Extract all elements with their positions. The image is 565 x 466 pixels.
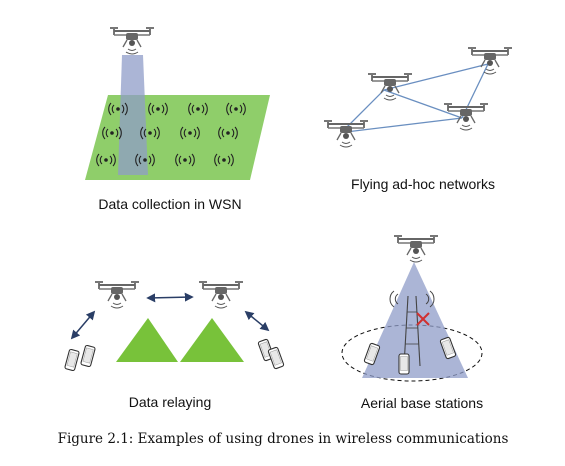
smartphone-icon <box>398 353 410 375</box>
drone-beam <box>362 262 468 378</box>
drone-icon <box>198 281 244 309</box>
drone-icon <box>367 73 413 101</box>
drone-beam <box>118 55 148 175</box>
interference-x-icon <box>416 312 430 326</box>
link-line <box>383 89 463 119</box>
panel-data-collection: Data collection in WSN <box>85 27 270 212</box>
panel-label-data-relaying: Data relaying <box>129 394 212 410</box>
smartphone-icon <box>267 346 285 370</box>
terrain-triangle <box>116 318 178 362</box>
figure-caption: Figure 2.1: Examples of using drones in … <box>58 431 509 447</box>
relay-arrow <box>70 310 96 340</box>
panel-label-fanet: Flying ad-hoc networks <box>351 176 495 192</box>
drone-icon <box>393 235 439 263</box>
relay-arrow <box>146 292 194 303</box>
drone-icon <box>109 27 155 55</box>
drone-icon <box>94 281 140 309</box>
panel-label-aerial-base-stations: Aerial base stations <box>361 395 483 411</box>
terrain-triangle <box>180 318 244 362</box>
link-line <box>383 63 489 91</box>
drone-icon <box>323 120 369 148</box>
drone-icon <box>467 47 513 75</box>
panel-aerial-base-stations: Aerial base stations <box>341 235 483 411</box>
panel-label-data-collection: Data collection in WSN <box>98 196 241 212</box>
smartphone-icon <box>64 348 80 372</box>
link-line <box>345 117 463 133</box>
smartphone-icon <box>80 344 96 368</box>
panel-data-relaying: Data relaying <box>64 281 285 410</box>
link-line <box>345 89 385 129</box>
relay-arrow <box>244 310 270 332</box>
drone-icon <box>443 103 489 131</box>
panel-fanet: Flying ad-hoc networks <box>323 47 513 192</box>
